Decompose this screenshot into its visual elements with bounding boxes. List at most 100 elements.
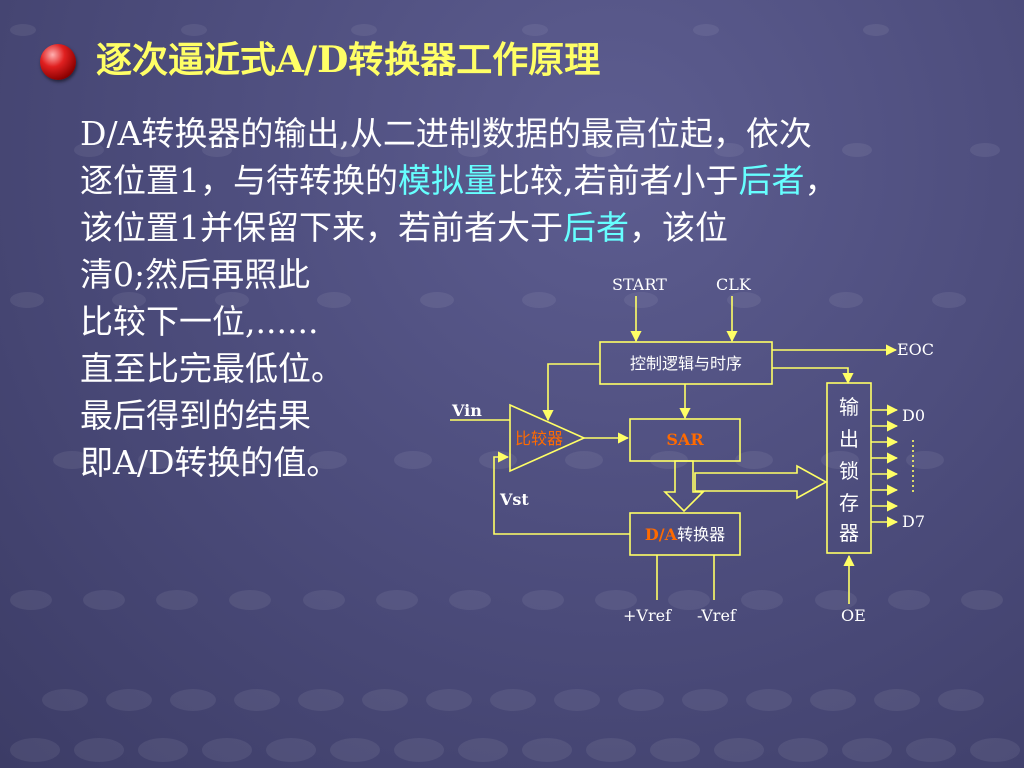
output-latch-block: [826, 382, 872, 554]
background-dot: [842, 143, 872, 157]
start-label: START: [612, 275, 667, 294]
background-dot: [970, 738, 1020, 762]
background-dot: [863, 24, 890, 36]
background-dot: [202, 143, 232, 157]
background-dot: [426, 689, 472, 711]
background-dot: [682, 689, 728, 711]
background-dot: [735, 451, 774, 469]
background-dot: [650, 738, 700, 762]
highlight-latter: 后者: [738, 161, 805, 200]
vref-neg-label: -Vref: [697, 606, 737, 625]
background-dot: [298, 689, 344, 711]
background-dot: [586, 738, 636, 762]
background-dot: [330, 143, 360, 157]
oe-label: OE: [841, 606, 866, 625]
background-dot: [741, 590, 784, 610]
comparator-block: [509, 403, 586, 473]
background-dot: [624, 292, 659, 308]
latch-char: 存: [839, 491, 859, 515]
background-dot: [42, 689, 88, 711]
background-dot: [522, 738, 572, 762]
paragraph-line-5: 比较下一位,......: [80, 302, 319, 341]
body-paragraph: D/A转换器的输出,从二进制数据的最高位起，依次 逐位置1，与待转换的模拟量比较…: [80, 110, 980, 486]
text-span: 比较,若前者小于: [497, 161, 739, 200]
background-dot: [522, 590, 564, 610]
background-dot: [554, 689, 600, 711]
background-dot: [317, 292, 352, 308]
background-dot: [308, 451, 347, 469]
background-dot: [746, 689, 792, 711]
background-dot: [726, 292, 761, 308]
background-dot: [595, 590, 638, 610]
background-dot: [810, 689, 856, 711]
background-dot: [586, 143, 616, 157]
background-dot: [522, 292, 556, 308]
background-dot: [778, 738, 828, 762]
slide-title: 逐次逼近式A/D转换器工作原理: [96, 39, 601, 81]
background-dot: [650, 451, 688, 469]
sar-to-dac-bus-arrow: [663, 460, 705, 513]
background-dot: [180, 24, 207, 36]
paragraph-line-3: 该位置1并保留下来，若前者大于后者，该位: [80, 204, 980, 251]
text-span: 逐位置1，与待转换的: [80, 161, 398, 200]
control-logic-label: 控制逻辑与时序: [630, 354, 742, 373]
control-logic-block: [599, 341, 773, 385]
bullet-icon: [40, 44, 76, 80]
sar-to-latch-bus-arrow: [694, 464, 828, 500]
background-dot: [229, 590, 272, 610]
text-span: ，: [804, 161, 838, 200]
background-dot: [522, 24, 548, 36]
text-span: 该位置1并保留下来，若前者大于: [80, 208, 563, 247]
background-dot: [10, 738, 60, 762]
background-dot: [931, 292, 966, 308]
background-dot: [362, 689, 408, 711]
background-dot: [10, 292, 44, 308]
background-dot: [10, 590, 52, 610]
dac-label-prefix: D/A: [645, 525, 678, 544]
paragraph-line-1: D/A转换器的输出,从二进制数据的最高位起，依次: [80, 114, 812, 153]
background-dot: [938, 689, 984, 711]
background-dot: [458, 143, 488, 157]
background-dot: [83, 590, 126, 610]
vref-pos-label: +Vref: [623, 606, 672, 625]
latch-char: 输: [839, 395, 859, 419]
background-dot: [490, 689, 536, 711]
comparator-label: 比较器: [515, 429, 563, 448]
background-dot: [223, 451, 262, 469]
background-dot: [10, 24, 36, 36]
background-dot: [375, 590, 418, 610]
paragraph-line-7: 最后得到的结果: [80, 396, 311, 435]
paragraph-line-2: 逐位置1，与待转换的模拟量比较,若前者小于后者，: [80, 157, 980, 204]
background-dot: [906, 451, 944, 469]
background-dot: [74, 143, 104, 157]
background-dot: [668, 590, 711, 610]
vst-feedback-wire: [493, 451, 630, 535]
highlight-analog: 模拟量: [398, 161, 497, 200]
background-dot: [814, 590, 857, 610]
background-dot: [842, 738, 892, 762]
background-dot: [138, 738, 188, 762]
latch-char: 器: [839, 521, 859, 545]
background-dot: [302, 590, 345, 610]
background-dot: [74, 738, 124, 762]
vst-label: Vst: [499, 490, 529, 509]
background-dot: [330, 738, 380, 762]
paragraph-line-4: 清0;然后再照此: [80, 255, 311, 294]
latch-char: 锁: [839, 459, 859, 483]
background-dot: [394, 738, 444, 762]
background-dot: [106, 689, 152, 711]
background-dot: [448, 590, 491, 610]
background-dot: [112, 292, 147, 308]
paragraph-line-6: 直至比完最低位。: [80, 349, 344, 388]
control-to-comparator-wire: [542, 363, 600, 422]
background-dot: [156, 590, 199, 610]
background-dot: [170, 689, 216, 711]
sar-label: SAR: [666, 430, 704, 449]
background-dot: [138, 451, 176, 469]
background-dot: [714, 143, 744, 157]
background-dot: [820, 451, 859, 469]
clk-label: CLK: [716, 275, 752, 294]
dac-label: D/A转换器: [645, 525, 725, 544]
control-to-latch-wire: [772, 367, 854, 385]
